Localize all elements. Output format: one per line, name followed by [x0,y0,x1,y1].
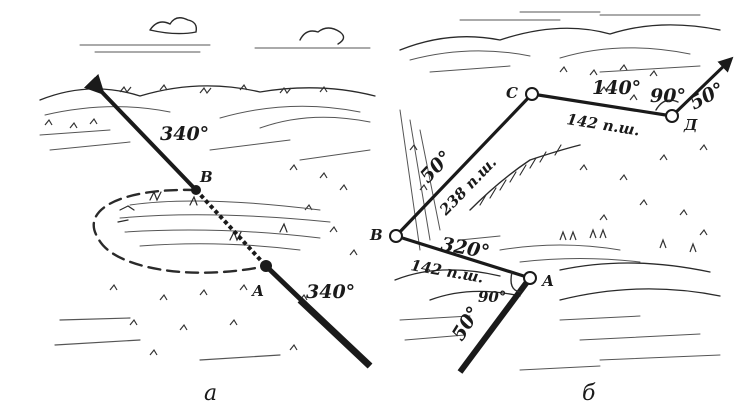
panel-b-point-d-marker [665,109,679,123]
panel-b-vegetation [409,63,708,253]
angle-arc-d [655,99,679,111]
panel-b-point-b-label: В [369,226,383,244]
angle-arc-a [510,271,521,293]
panel-a-caption: а [204,381,217,406]
panel-b-terrain [394,11,721,371]
panel-b-obstacle [459,144,641,263]
distance-cd-label: 142 п.ш. [565,110,641,139]
panel-a-detour-path [92,188,268,274]
azimuth-cd-label: 140° [592,77,641,99]
panel-a-point-a-marker [260,260,272,272]
panel-b-point-d-label: Д [683,116,698,134]
angle-a-label: 90° [478,288,506,306]
panel-a: 340° В А 340° а [39,17,376,406]
panel-b-point-a-marker [523,271,537,285]
panel-b-caption: б [582,381,596,406]
route-segment-ab [395,234,531,280]
panel-a-point-b-marker [191,185,201,195]
azimuth-end-label: 50° [686,78,728,114]
panel-b-point-a-label: А [541,272,554,290]
panel-a-bearing-bottom: 340° [306,281,355,303]
panel-b-point-b-marker [389,229,403,243]
azimuth-start-label: 50° [448,303,486,345]
panel-b-point-c-marker [525,87,539,101]
route-segment-cd [531,92,673,118]
panel-a-vegetation [44,83,358,361]
panel-b-route [394,56,734,374]
route-start-ray [457,276,533,374]
panel-a-bearing-line [83,73,373,369]
route-end-ray [670,56,734,118]
panel-a-point-a-label: А [251,282,264,300]
angle-d-label: 90° [650,85,686,107]
panel-a-clouds [79,17,371,53]
panel-a-obstacle [117,190,331,251]
panel-b: С Д В А 140° 142 п.ш. 90° 50° 50° 238 п.… [369,11,734,406]
route-segment-bc [394,92,534,238]
panel-a-bearing-top: 340° [160,123,209,145]
panel-a-point-b-label: В [199,168,213,186]
panel-b-point-c-label: С [506,84,518,102]
